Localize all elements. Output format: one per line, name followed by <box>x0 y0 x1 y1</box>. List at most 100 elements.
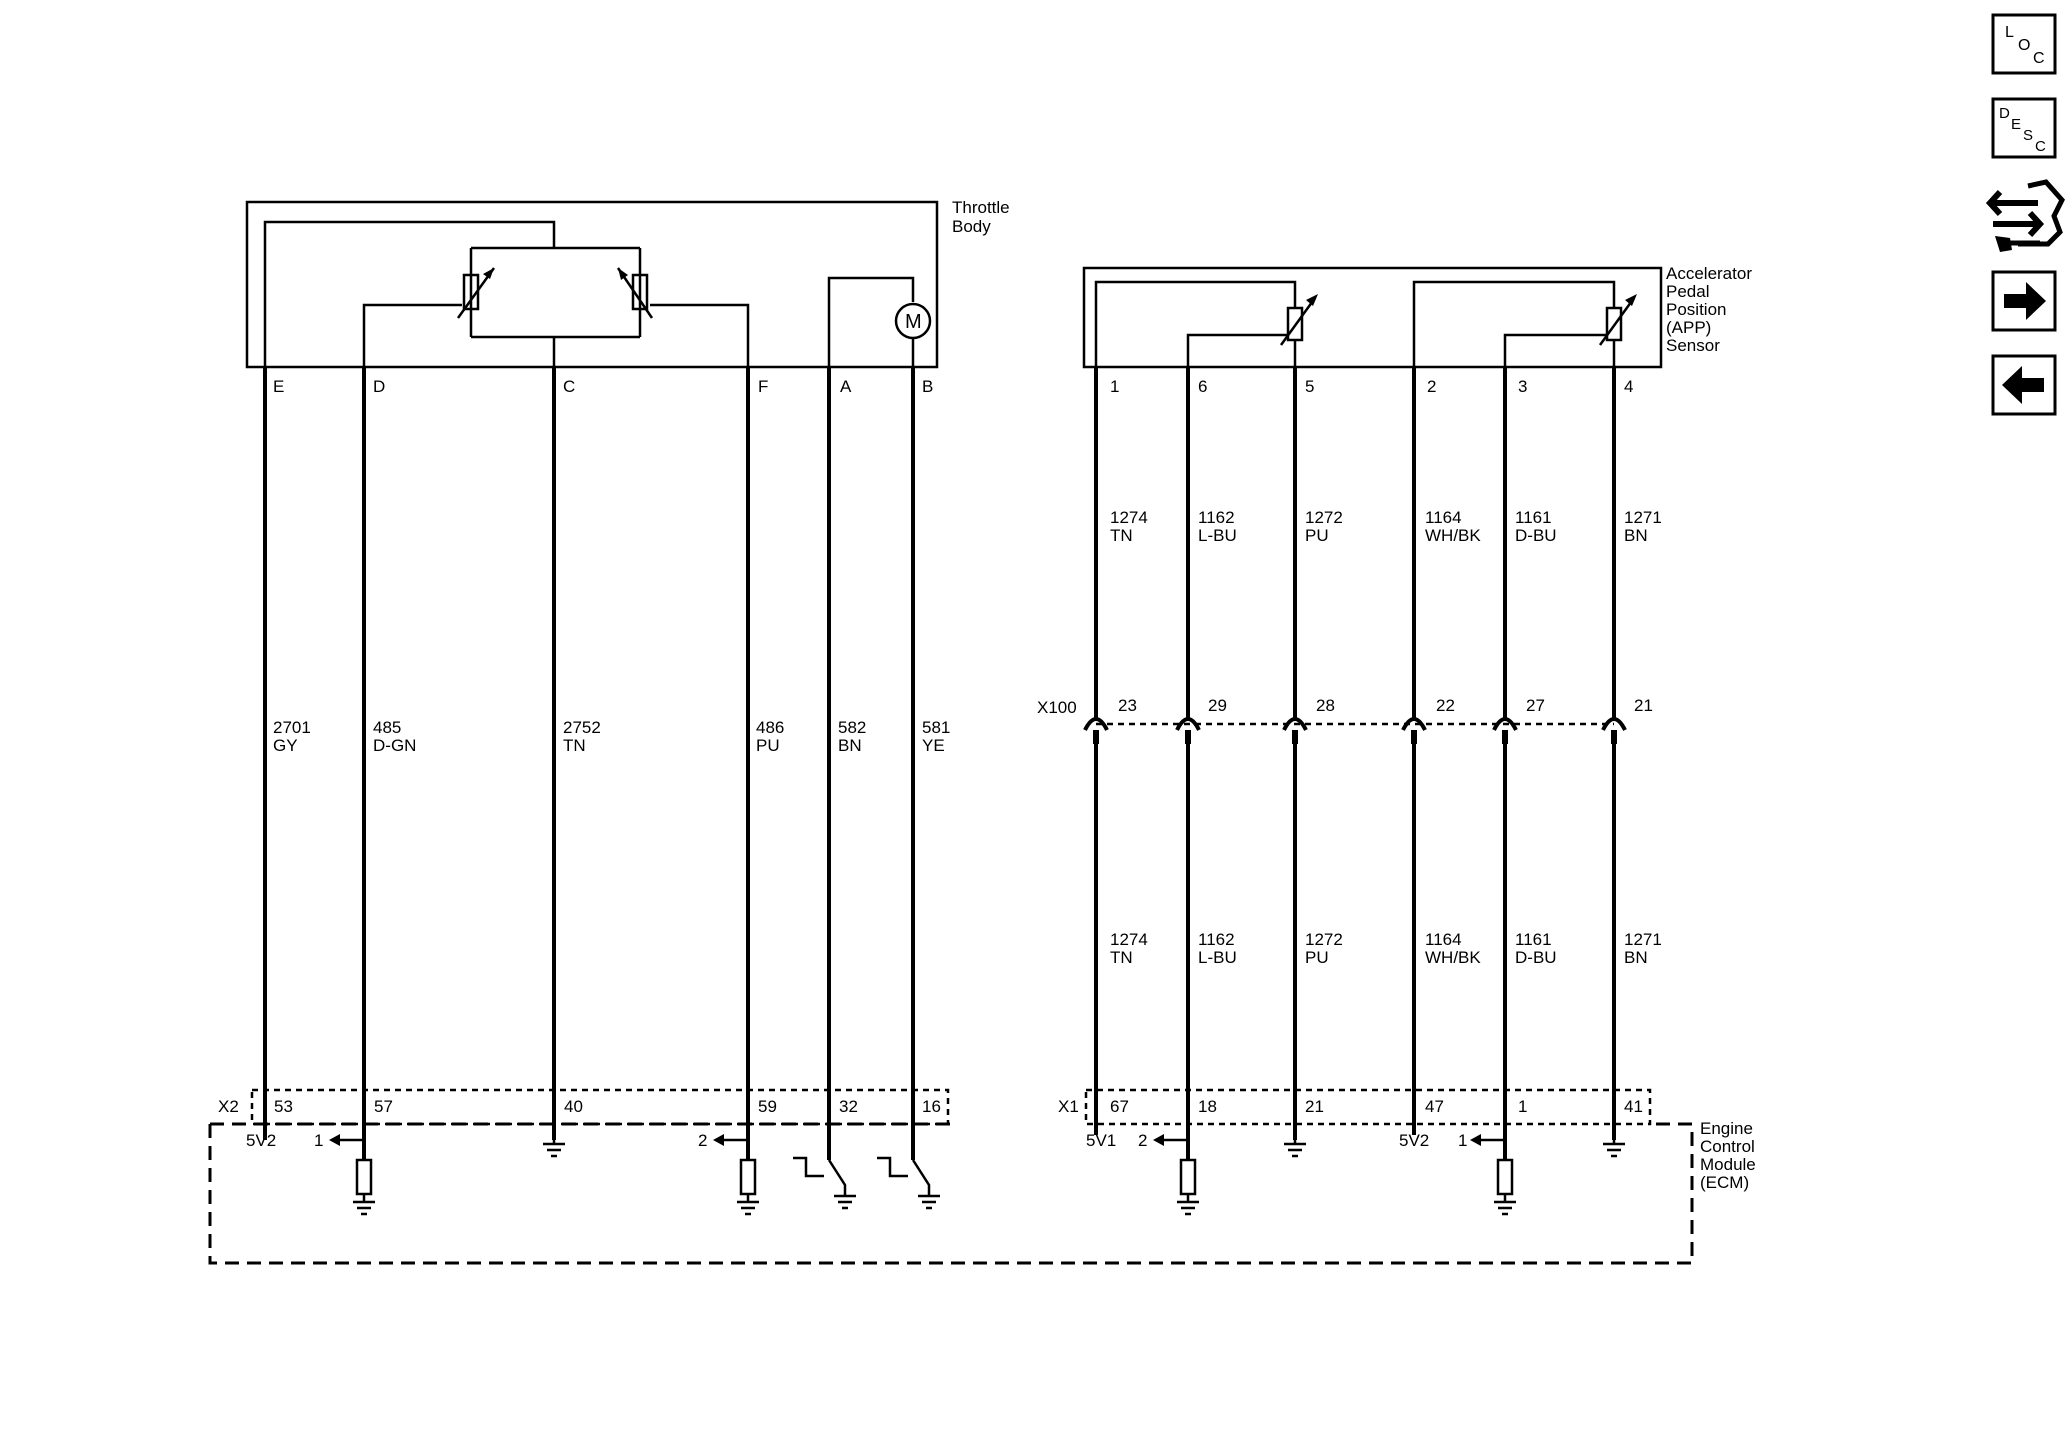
svg-text:1164: 1164 <box>1425 508 1462 527</box>
svg-text:581: 581 <box>922 718 950 737</box>
svg-text:1: 1 <box>1110 377 1119 396</box>
svg-text:WH/BK: WH/BK <box>1425 948 1481 967</box>
throttle-body-pins: E D C F A B <box>273 377 933 396</box>
x1-connector <box>1084 1088 1652 1126</box>
svg-text:TN: TN <box>1110 526 1133 545</box>
svg-text:1271: 1271 <box>1624 930 1662 949</box>
loc-button[interactable]: L O C <box>1991 13 2057 75</box>
svg-text:5: 5 <box>1305 377 1314 396</box>
svg-text:486: 486 <box>756 718 784 737</box>
app-sensor: Accelerator Pedal Position (APP) Sensor <box>1082 264 1757 369</box>
svg-text:67: 67 <box>1110 1097 1129 1116</box>
svg-text:29: 29 <box>1208 696 1227 715</box>
svg-text:23: 23 <box>1118 696 1137 715</box>
svg-text:47: 47 <box>1425 1097 1444 1116</box>
arrow-right-icon[interactable] <box>1991 270 2057 332</box>
ground-symbols <box>353 1140 1625 1216</box>
svg-text:4: 4 <box>1624 377 1633 396</box>
svg-text:1271: 1271 <box>1624 508 1662 527</box>
svg-text:1: 1 <box>1518 1097 1527 1116</box>
svg-text:1164: 1164 <box>1425 930 1462 949</box>
ecm-5v2-label-a: 5V2 <box>246 1131 276 1150</box>
svg-text:BN: BN <box>1624 948 1648 967</box>
svg-text:582: 582 <box>838 718 866 737</box>
svg-text:1161: 1161 <box>1515 508 1552 527</box>
svg-text:C: C <box>2035 138 2046 155</box>
app-sensor-label: Accelerator Pedal Position (APP) Sensor <box>1666 264 1757 355</box>
motor-driver-switches <box>793 1156 931 1192</box>
svg-text:BN: BN <box>1624 526 1648 545</box>
svg-text:1162: 1162 <box>1198 930 1235 949</box>
svg-text:BN: BN <box>838 736 862 755</box>
svg-text:YE: YE <box>922 736 945 755</box>
nav-toolbar: L O C D E S C <box>1985 13 2065 416</box>
svg-text:L: L <box>2005 24 2014 41</box>
app-lower-wire-labels: 1274 TN 1162 L-BU 1272 PU 1164 WH/BK 116… <box>1110 930 1662 967</box>
x2-label: X2 <box>218 1097 239 1116</box>
svg-text:22: 22 <box>1436 696 1455 715</box>
app-wires <box>1094 367 1616 1160</box>
svg-text:PU: PU <box>1305 948 1329 967</box>
svg-text:2: 2 <box>1427 377 1436 396</box>
throttle-body-label: Throttle Body <box>952 198 1014 236</box>
svg-text:S: S <box>2023 127 2033 144</box>
svg-text:O: O <box>2018 37 2030 54</box>
app-sensor-outline <box>1082 266 1663 369</box>
svg-text:PU: PU <box>756 736 780 755</box>
svg-text:TN: TN <box>1110 948 1133 967</box>
svg-text:2752: 2752 <box>563 718 601 737</box>
svg-text:D-GN: D-GN <box>373 736 416 755</box>
svg-text:1: 1 <box>314 1131 323 1150</box>
svg-text:1: 1 <box>1458 1131 1467 1150</box>
svg-text:3: 3 <box>1518 377 1527 396</box>
arrow-left-icon[interactable] <box>1991 354 2057 416</box>
pin-A: A <box>840 377 852 396</box>
svg-text:16: 16 <box>922 1097 941 1116</box>
desc-button[interactable]: D E S C <box>1991 97 2057 159</box>
svg-text:53: 53 <box>274 1097 293 1116</box>
svg-text:WH/BK: WH/BK <box>1425 526 1481 545</box>
pin-E: E <box>273 377 284 396</box>
svg-text:1274: 1274 <box>1110 930 1148 949</box>
svg-text:21: 21 <box>1634 696 1653 715</box>
svg-text:485: 485 <box>373 718 401 737</box>
motor-label: M <box>905 311 922 333</box>
x2-connector <box>250 1088 950 1126</box>
pin-C: C <box>563 377 575 396</box>
svg-text:27: 27 <box>1526 696 1545 715</box>
svg-text:C: C <box>2033 50 2045 67</box>
svg-text:57: 57 <box>374 1097 393 1116</box>
svg-text:32: 32 <box>839 1097 858 1116</box>
svg-text:L-BU: L-BU <box>1198 948 1237 967</box>
app-sensor-pins: 1 6 5 2 3 4 <box>1110 377 1633 396</box>
svg-text:1272: 1272 <box>1305 508 1343 527</box>
ecm-5v2-label-b: 5V2 <box>1399 1131 1429 1150</box>
svg-text:PU: PU <box>1305 526 1329 545</box>
pin-D: D <box>373 377 385 396</box>
svg-text:D-BU: D-BU <box>1515 948 1557 967</box>
pin-B: B <box>922 377 933 396</box>
svg-text:28: 28 <box>1316 696 1335 715</box>
svg-text:18: 18 <box>1198 1097 1217 1116</box>
svg-text:E: E <box>2011 116 2021 133</box>
pin-F: F <box>758 377 768 396</box>
connector-tool-icon[interactable] <box>1985 179 2065 252</box>
ecm-5v1-label: 5V1 <box>1086 1131 1116 1150</box>
signal-arrows <box>329 1134 1505 1146</box>
svg-text:GY: GY <box>273 736 298 755</box>
svg-text:1161: 1161 <box>1515 930 1552 949</box>
svg-text:2: 2 <box>698 1131 707 1150</box>
svg-text:1162: 1162 <box>1198 508 1235 527</box>
svg-text:L-BU: L-BU <box>1198 526 1237 545</box>
svg-text:2701: 2701 <box>273 718 311 737</box>
pulldown-resistors <box>355 1158 1514 1200</box>
svg-text:41: 41 <box>1624 1097 1643 1116</box>
svg-text:TN: TN <box>563 736 586 755</box>
throttle-body-outline <box>245 200 939 369</box>
svg-text:D-BU: D-BU <box>1515 526 1557 545</box>
svg-text:59: 59 <box>758 1097 777 1116</box>
svg-text:2: 2 <box>1138 1131 1147 1150</box>
throttle-wires <box>263 367 915 1160</box>
svg-text:40: 40 <box>564 1097 583 1116</box>
